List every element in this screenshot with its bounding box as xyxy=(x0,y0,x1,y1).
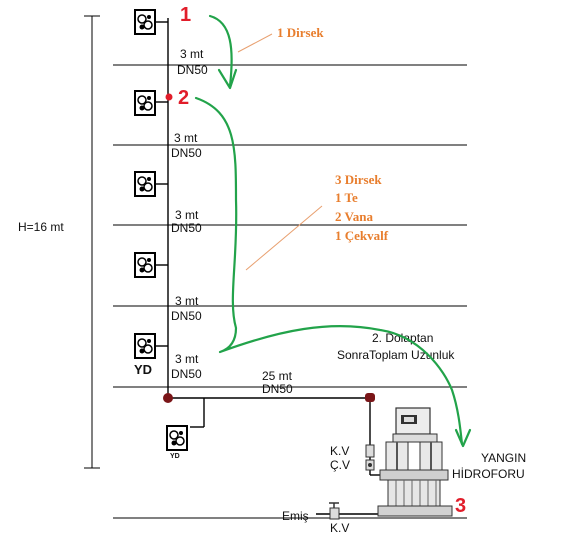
floor-3-size: DN50 xyxy=(171,221,202,235)
fittings-note-a: 1 Dirsek xyxy=(277,25,324,40)
fire-pump-unit xyxy=(377,407,453,517)
discharge-valves xyxy=(365,444,375,471)
floor-2-size: DN50 xyxy=(171,146,202,160)
cabinet-label: YD xyxy=(134,362,152,377)
floor-2-length: 3 mt xyxy=(174,131,198,145)
step-marker-1: 1 xyxy=(180,4,191,26)
floor-lines xyxy=(113,64,467,519)
fittings-note-b-4: 1 Çekvalf xyxy=(335,228,389,243)
fittings-note-b-2: 1 Te xyxy=(335,190,358,205)
fittings-note-b-3: 2 Vana xyxy=(335,209,373,224)
leader-line-2 xyxy=(245,205,323,271)
floor-4-length: 3 mt xyxy=(175,294,199,308)
main-pipe-length: 25 mt xyxy=(262,369,293,383)
gate-valve-label: K.V xyxy=(330,444,349,458)
floor-4-size: DN50 xyxy=(171,309,202,323)
total-note-line-2: SonraToplam Uzunluk xyxy=(337,348,455,362)
flow-arrows xyxy=(194,14,472,448)
main-pipe-size: DN50 xyxy=(262,382,293,396)
basement-cabinet-label: YD xyxy=(170,453,180,460)
floor-5-length: 3 mt xyxy=(175,352,199,366)
height-label: H=16 mt xyxy=(18,220,64,234)
step-marker-3: 3 xyxy=(455,495,466,517)
hose-cabinet xyxy=(134,90,156,116)
hose-cabinet xyxy=(134,252,156,278)
suction-label: Emiş xyxy=(282,509,309,523)
arrow-2-to-pump xyxy=(194,96,464,446)
floor-5-size: DN50 xyxy=(171,367,202,381)
floor-1-length: 3 mt xyxy=(180,47,204,61)
leader-line-1 xyxy=(237,33,273,53)
floor-1-size: DN50 xyxy=(177,63,208,77)
basement-hose-cabinet xyxy=(166,425,188,451)
hose-cabinet xyxy=(134,333,156,359)
tee-node xyxy=(163,393,173,403)
cabinet-2-node xyxy=(165,93,173,101)
suction-valve-label: K.V xyxy=(330,521,349,535)
hose-cabinet xyxy=(134,9,156,35)
floor-3-length: 3 mt xyxy=(175,208,199,222)
elbow-node xyxy=(365,393,375,402)
height-dimension xyxy=(84,15,100,469)
check-valve-label: Ç.V xyxy=(330,458,350,472)
hose-cabinet xyxy=(134,171,156,197)
arrow-1-to-2 xyxy=(208,14,233,88)
pump-title-line-2: HİDROFORU xyxy=(452,467,525,481)
suction-valve xyxy=(329,502,340,520)
step-marker-2: 2 xyxy=(178,87,189,109)
pump-title-line-1: YANGIN xyxy=(481,451,526,465)
fittings-note-b-1: 3 Dirsek xyxy=(335,172,382,187)
piping xyxy=(156,18,382,515)
